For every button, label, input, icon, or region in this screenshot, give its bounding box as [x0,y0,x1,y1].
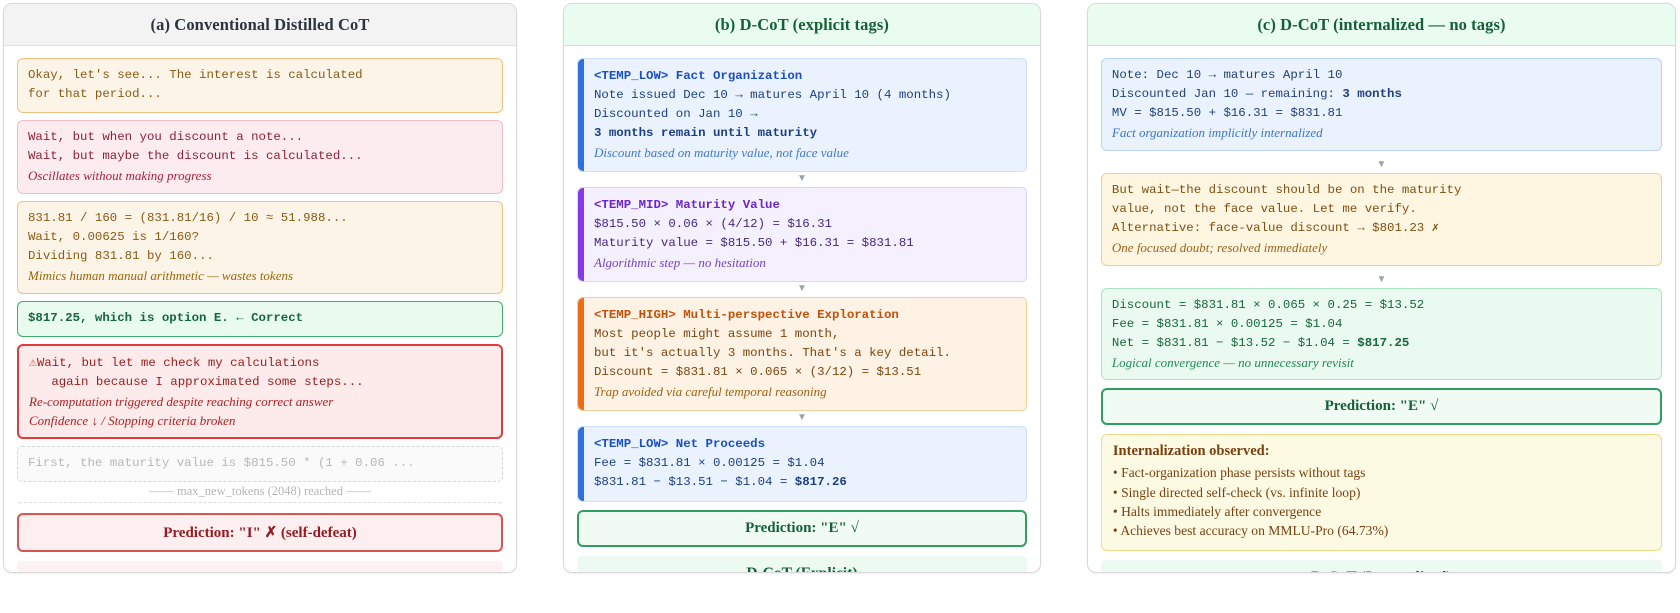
step-block-fact-organization: <TEMP_LOW> Fact Organization Note issued… [577,58,1027,172]
temp-high-color-bar [578,297,584,410]
step-multi-title: Multi-perspective Exploration [675,307,899,322]
reasoning-block-correct-answer-text: $817.25, which is option E. ← Correct [28,310,304,325]
reasoning-block-opening: Okay, let's see... The interest is calcu… [17,58,503,114]
recheck-body: Wait, but let me check my calculations a… [36,355,364,389]
reasoning-block-recheck-note-1: Re-computation triggered despite reachin… [29,394,334,410]
temp-low-tag-2: <TEMP_LOW> [594,436,669,451]
truncated-output-block: First, the maturity value is $815.50 * (… [17,446,503,483]
reasoning-block-recheck-note-2: Confidence ↓ / Stopping criteria broken [29,412,236,428]
reasoning-block-arithmetic: 831.81 / 160 = (831.81/16) / 10 ≈ 51.988… [17,200,503,294]
internal-block-doubt: But wait—the discount should be on the m… [1100,172,1662,266]
verdict-badge-b: D-CoT (Explicit) [577,555,1027,572]
step-multi-body: Most people might assume 1 month, but it… [594,326,951,380]
connector-arrow-1: ▼ [797,173,807,185]
internalization-observed-box: Internalization observed: • Fact-organiz… [1100,434,1662,551]
reasoning-block-recheck: ⚠Wait, but let me check my calculations … [17,343,503,440]
internal-conv-pre: Discount = $831.81 × 0.065 × 0.25 = $13.… [1111,297,1425,350]
step-fact-org-body-pre: Note issued Dec 10 → matures April 10 (4… [594,88,951,122]
temp-low-color-bar-2 [578,426,584,501]
panel-b-title: (b) D-CoT (explicit tags) [564,4,1040,46]
panel-dcot-internalized: (c) D-CoT (internalized — no tags) Note:… [1086,3,1676,573]
step-fact-org-body-bold: 3 months remain until maturity [594,126,818,141]
step-fact-org-title: Fact Organization [668,69,803,83]
temp-mid-tag: <TEMP_MID> [594,197,669,212]
internal-block-facts-text: Note: Dec 10 → matures April 10 Discount… [1112,66,1651,123]
panel-c-title: (c) D-CoT (internalized — no tags) [1087,4,1675,46]
internalization-observed-list: • Fact-organization phase persists witho… [1113,463,1650,540]
temp-low-tag: <TEMP_LOW> [594,69,669,83]
step-multi-heading: <TEMP_HIGH> Multi-perspective Exploratio… [594,306,1015,325]
reasoning-block-oscillation-note: Oscillates without making progress [28,168,212,184]
panel-a-title: (a) Conventional Distilled CoT [4,4,516,46]
temp-low-color-bar [578,59,584,171]
prediction-badge-c: Prediction: "E" √ [1100,388,1662,426]
prediction-badge-a: Prediction: "I" ✗ (self-defeat) [17,513,503,553]
list-item: • Achieves best accuracy on MMLU-Pro (64… [1112,523,1389,539]
prediction-badge-b: Prediction: "E" √ [577,509,1027,547]
step-block-net-proceeds: <TEMP_LOW> Net Proceeds Fee = $831.81 × … [577,425,1027,502]
internal-block-convergence-note: Logical convergence — no unnecessary rev… [1111,354,1354,370]
connector-arrow-c1: ▼ [1376,159,1387,171]
warning-icon: ⚠ [29,354,37,370]
list-item: • Fact-organization phase persists witho… [1112,465,1366,481]
panel-dcot-explicit: (b) D-CoT (explicit tags) <TEMP_LOW> Fac… [563,3,1041,573]
connector-arrow-c2: ▼ [1376,274,1387,286]
step-multi-note: Trap avoided via careful temporal reason… [594,384,827,400]
temp-high-tag: <TEMP_HIGH> [594,307,676,322]
step-net-title: Net Proceeds [668,436,766,451]
internal-block-convergence: Discount = $831.81 × 0.065 × 0.25 = $13.… [1100,287,1662,381]
verdict-badge-a: Overthinking [17,561,503,572]
step-maturity-heading: <TEMP_MID> Maturity Value [594,196,1015,215]
panel-c-body: Note: Dec 10 → matures April 10 Discount… [1088,46,1675,572]
step-block-maturity-value: <TEMP_MID> Maturity Value $815.50 × 0.06… [577,186,1027,282]
list-item: • Halts immediately after convergence [1112,504,1322,520]
connector-arrow-3: ▼ [797,412,807,424]
internalization-observed-title: Internalization observed: [1112,443,1270,460]
panel-conventional-cot: (a) Conventional Distilled CoT Okay, let… [3,3,517,573]
reasoning-block-oscillation: Wait, but when you discount a note... Wa… [17,120,503,194]
step-fact-org-body: Note issued Dec 10 → matures April 10 (4… [594,86,1015,143]
internal-block-doubt-text: But wait—the discount should be on the m… [1111,182,1462,236]
connector-arrow-2: ▼ [797,283,807,295]
verdict-badge-c: D-CoT (Internalized) [1100,559,1662,572]
reasoning-block-arithmetic-note: Mimics human manual arithmetic — wastes … [28,268,294,284]
internal-facts-bold: 3 months [1342,87,1402,102]
reasoning-block-oscillation-text: Wait, but when you discount a note... Wa… [28,130,363,164]
step-net-body: Fee = $831.81 × 0.00125 = $1.04 $831.81 … [594,454,1015,492]
internal-block-convergence-text: Discount = $831.81 × 0.065 × 0.25 = $13.… [1112,296,1651,353]
step-net-heading: <TEMP_LOW> Net Proceeds [594,435,1015,454]
step-block-multi-perspective: <TEMP_HIGH> Multi-perspective Exploratio… [577,296,1027,411]
panel-a-body: Okay, let's see... The interest is calcu… [4,46,516,572]
reasoning-block-recheck-text: ⚠Wait, but let me check my calculations … [29,353,491,392]
temp-mid-color-bar [578,187,584,281]
internal-block-facts-note: Fact organization implicitly internalize… [1111,125,1323,141]
step-maturity-body: $815.50 × 0.06 × (4/12) = $16.31 Maturit… [594,217,914,251]
internal-block-doubt-note: One focused doubt; resolved immediately [1111,240,1328,256]
truncated-output-text: First, the maturity value is $815.50 * (… [28,456,415,471]
reasoning-block-arithmetic-text: 831.81 / 160 = (831.81/16) / 10 ≈ 51.988… [28,210,348,264]
step-net-body-bold: $817.26 [794,474,847,489]
step-maturity-title: Maturity Value [668,197,780,212]
internal-block-facts: Note: Dec 10 → matures April 10 Discount… [1100,58,1662,151]
internal-facts-pre: Note: Dec 10 → matures April 10 Discount… [1111,68,1343,102]
step-fact-org-heading: <TEMP_LOW> Fact Organization [594,67,1015,86]
internal-facts-post: MV = $815.50 + $16.31 = $831.81 [1111,106,1343,121]
step-fact-org-note: Discount based on maturity value, not fa… [594,145,849,161]
max-tokens-divider: —— max_new_tokens (2048) reached —— [19,484,501,504]
reasoning-block-correct-answer: $817.25, which is option E. ← Correct [17,300,503,337]
internal-conv-bold: $817.25 [1357,335,1410,350]
step-net-body-pre: Fee = $831.81 × 0.00125 = $1.04 $831.81 … [594,455,825,489]
reasoning-block-opening-text: Okay, let's see... The interest is calcu… [28,68,363,102]
list-item: • Single directed self-check (vs. infini… [1112,484,1361,500]
panel-b-body: <TEMP_LOW> Fact Organization Note issued… [564,46,1040,572]
step-maturity-note: Algorithmic step — no hesitation [594,255,766,271]
